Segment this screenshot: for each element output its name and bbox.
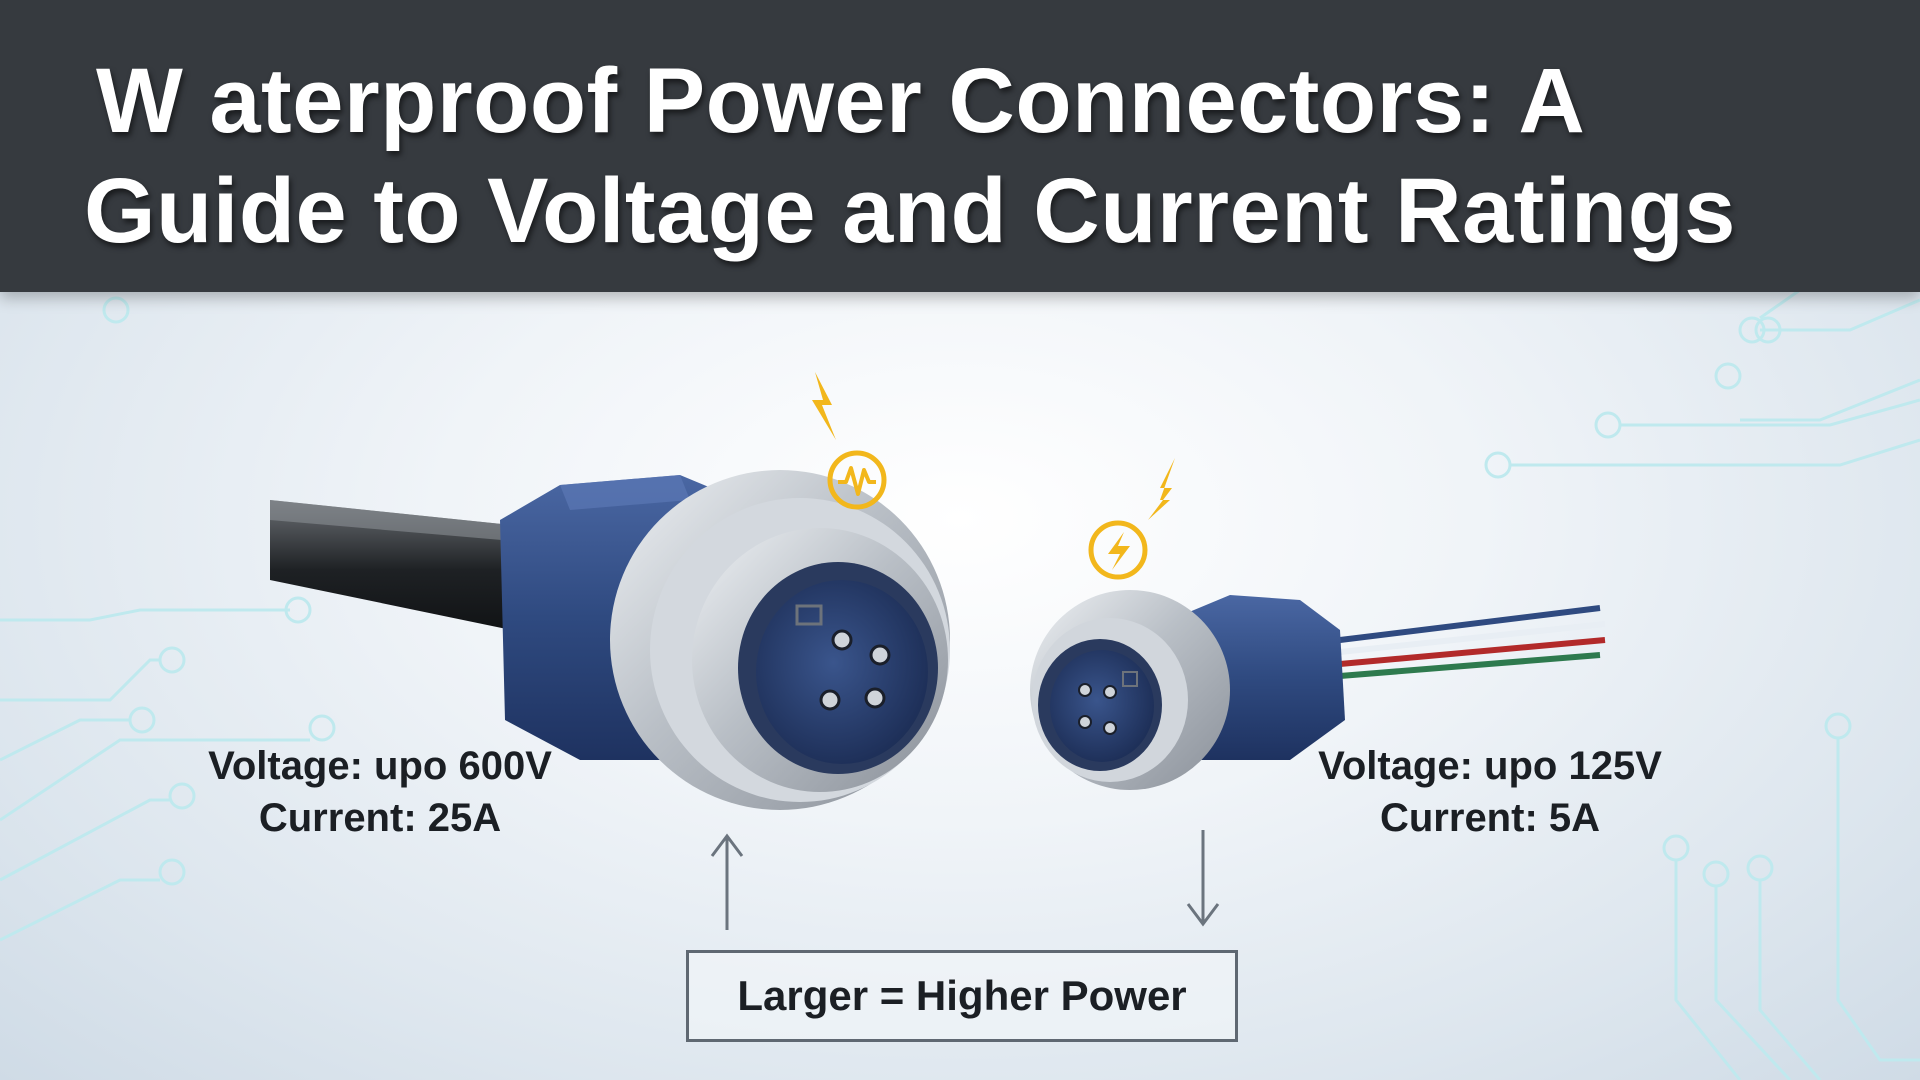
page-title: W aterproof Power Connectors: A Guide to…: [84, 46, 1736, 266]
small-connector-current: Current: 5A: [1379, 796, 1601, 840]
lightning-bolt-icon: [1088, 458, 1175, 580]
large-connector-specs: Voltage: upo 600V Current: 25A: [170, 740, 590, 844]
large-connector-voltage: Voltage: upo 600V: [208, 744, 552, 788]
small-connector: [1030, 590, 1606, 790]
down-arrow-icon: [1186, 830, 1220, 927]
header-banner: W aterproof Power Connectors: A Guide to…: [0, 0, 1920, 292]
ac-wave-icon: [812, 372, 887, 510]
large-connector: [270, 470, 950, 810]
title-line-2: Guide to Voltage and Current Ratings: [84, 160, 1736, 262]
power-callout-box: Larger = Higher Power: [686, 950, 1238, 1042]
title-line-1: W aterproof Power Connectors: A: [96, 50, 1586, 152]
power-callout-label: Larger = Higher Power: [737, 972, 1187, 1019]
small-connector-voltage: Voltage: upo 125V: [1318, 744, 1662, 788]
small-connector-specs: Voltage: upo 125V Current: 5A: [1300, 740, 1680, 844]
up-arrow-icon: [710, 833, 744, 930]
large-connector-current: Current: 25A: [258, 796, 502, 840]
